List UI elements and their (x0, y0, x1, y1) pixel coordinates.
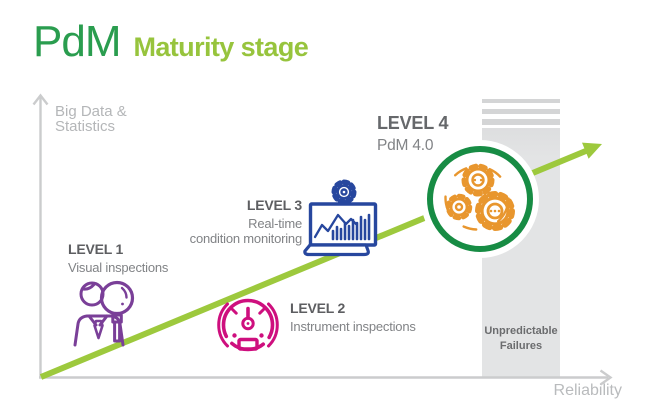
title-pdm: PdM (33, 17, 121, 66)
x-axis-label: Reliability (553, 382, 622, 399)
level4-label: LEVEL 4 (377, 113, 449, 133)
y-axis-label: Big Data & Statistics (55, 103, 127, 135)
level4-description: PdM 4.0 (377, 136, 434, 154)
gears-icon (444, 163, 515, 231)
level1-description: Visual inspections (68, 259, 169, 275)
x-axis-arrow-icon (599, 369, 613, 386)
level2-description: Instrument inspections (290, 318, 416, 334)
person-magnifier-icon (73, 280, 135, 347)
level1-text: LEVEL 1 Visual inspections (68, 241, 168, 275)
y-axis-arrow-icon (32, 93, 49, 106)
level4-circle (427, 146, 533, 252)
level4-text: LEVEL 4 PdM 4.0 (377, 113, 448, 155)
trend-arrowhead-icon (582, 142, 602, 159)
gauge-icon (217, 298, 279, 352)
level2-label: LEVEL 2 (290, 300, 346, 316)
unpredictable-failures-label: Unpredictable Failures (484, 325, 558, 352)
zone-stripe (482, 119, 560, 125)
level3-description-line1: Real-time (248, 215, 302, 231)
page-title: PdM Maturity stage (33, 17, 309, 66)
level2-text: LEVEL 2 Instrument inspections (290, 300, 416, 334)
level1-label: LEVEL 1 (68, 241, 124, 257)
laptop-monitoring-icon (303, 179, 378, 257)
level3-text: LEVEL 3 Real-time condition monitoring (160, 197, 303, 246)
zone-stripe (482, 109, 560, 114)
zone-stripe (482, 99, 560, 103)
title-stage: Maturity stage (133, 32, 309, 62)
level3-label: LEVEL 3 (246, 197, 302, 213)
level3-description-line2: condition monitoring (189, 230, 303, 246)
